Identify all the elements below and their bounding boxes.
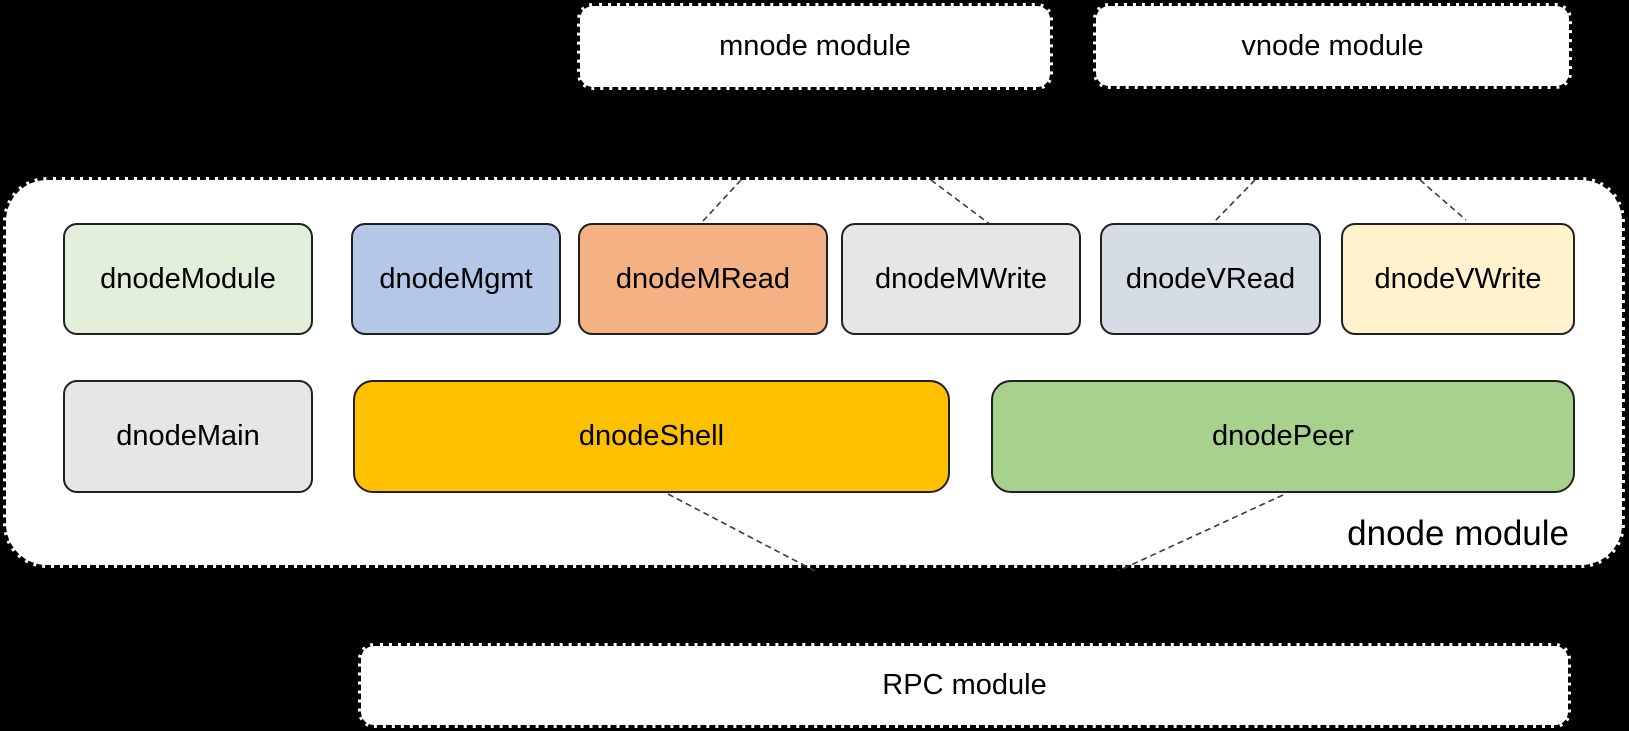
link-dnodepeer-to-rpc	[1117, 494, 1284, 571]
rpc-module-label: RPC module	[882, 669, 1047, 701]
node-dnodepeer-label: dnodePeer	[1212, 420, 1354, 452]
node-dnodemread: dnodeMRead	[578, 223, 828, 335]
node-dnodevread: dnodeVRead	[1100, 223, 1321, 335]
dnode-module-container: dnodeModule dnodeMgmt dnodeMRead dnodeMW…	[3, 177, 1625, 571]
link-vnode-to-dnodevwrite	[1419, 180, 1467, 221]
vnode-module-label: vnode module	[1241, 29, 1424, 62]
node-dnodemread-label: dnodeMRead	[615, 262, 791, 295]
rpc-module-box: RPC module	[358, 643, 1571, 728]
node-dnodemwrite: dnodeMWrite	[841, 223, 1081, 335]
mnode-module-label: mnode module	[719, 30, 911, 62]
vnode-module-box: vnode module	[1093, 3, 1572, 89]
node-dnodemwrite-label: dnodeMWrite	[875, 262, 1047, 295]
node-dnodeshell-label: dnodeShell	[578, 420, 725, 452]
node-dnodemodule: dnodeModule	[63, 223, 313, 335]
link-mnode-to-dnodemread	[702, 180, 742, 222]
node-dnodeshell: dnodeShell	[353, 380, 950, 493]
node-dnodevread-label: dnodeVRead	[1125, 262, 1296, 295]
node-dnodevwrite: dnodeVWrite	[1341, 223, 1575, 335]
node-dnodevwrite-label: dnodeVWrite	[1374, 262, 1542, 295]
node-dnodepeer: dnodePeer	[991, 380, 1575, 493]
node-dnodemain: dnodeMain	[63, 380, 313, 493]
node-dnodemodule-label: dnodeModule	[100, 262, 276, 295]
node-dnodemgmt: dnodeMgmt	[351, 223, 561, 335]
node-dnodemgmt-label: dnodeMgmt	[379, 262, 533, 295]
link-vnode-to-dnodevread	[1212, 180, 1256, 224]
dnode-module-label: dnode module	[1347, 513, 1569, 553]
link-mnode-to-dnodemwrite	[930, 180, 992, 226]
link-dnodeshell-to-rpc	[667, 493, 816, 571]
node-dnodemain-label: dnodeMain	[116, 420, 260, 452]
mnode-module-box: mnode module	[577, 3, 1053, 90]
